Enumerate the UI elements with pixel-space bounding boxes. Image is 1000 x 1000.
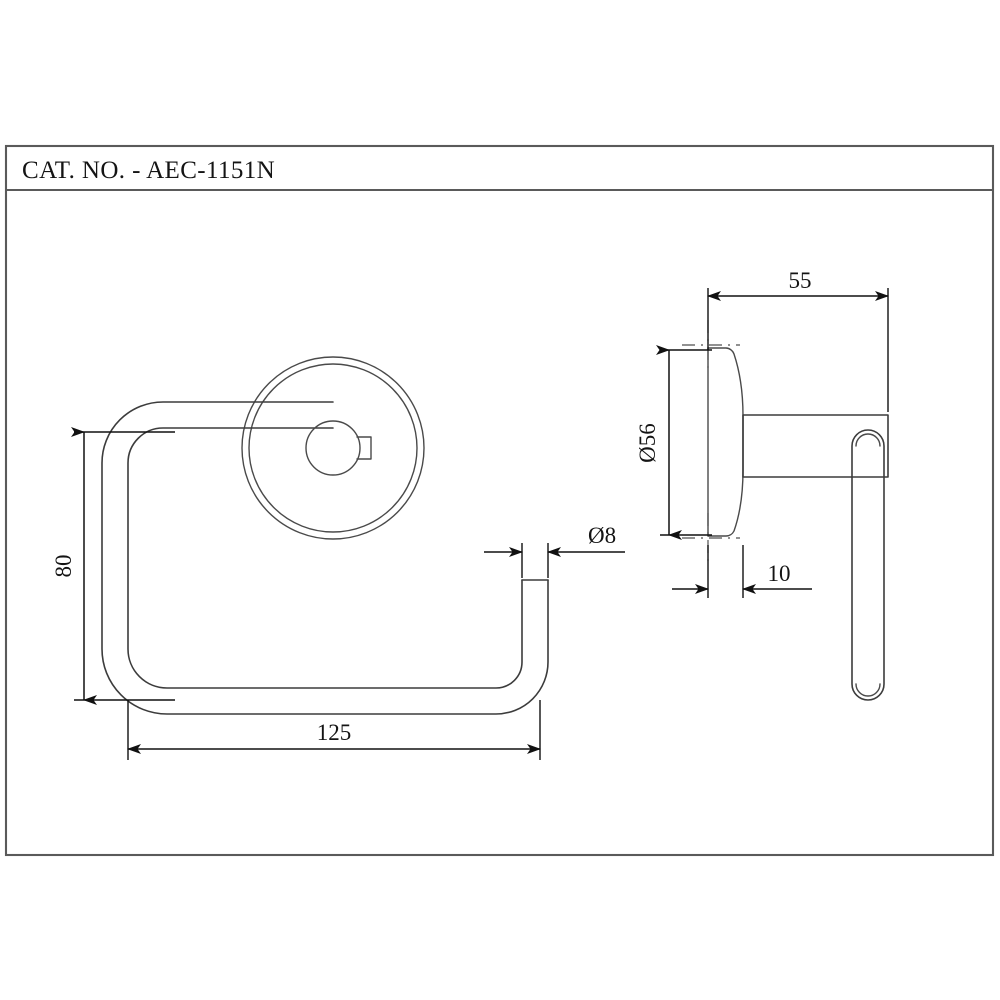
dimension-d56-label: Ø56 (635, 423, 660, 463)
cat-no-label: CAT. NO. - AEC-1151N (22, 157, 275, 184)
dimension-55: 55 (707, 268, 889, 412)
dimension-10-label: 10 (768, 561, 791, 586)
dimension-55-label: 55 (789, 268, 812, 293)
dimension-diameter-8: Ø8 (484, 523, 625, 578)
front-view (101, 356, 549, 715)
side-tube-outline (851, 429, 885, 701)
sheet-frame (4, 144, 995, 857)
dimension-80-label: 80 (51, 555, 76, 578)
rosette-outer-circle (241, 356, 425, 540)
side-tube-top-arc (855, 433, 881, 447)
side-arm-body (742, 414, 889, 478)
wall-plate-profile (707, 347, 744, 537)
side-tube-bottom-arc (855, 683, 881, 697)
rosette-inner-circle (248, 363, 418, 533)
side-view (682, 320, 889, 701)
dimension-125-label: 125 (317, 720, 352, 745)
dimension-80: 80 (51, 427, 175, 705)
dimension-diameter-56: Ø56 (635, 345, 712, 540)
rosette-hub-tab (356, 436, 372, 460)
dimension-10: 10 (672, 545, 812, 598)
holder-outer-contour (127, 427, 523, 689)
rosette-hub-circle (305, 420, 361, 476)
holder-inner-contour (101, 401, 549, 715)
dimension-125: 125 (127, 700, 541, 760)
dimension-d8-label: Ø8 (588, 523, 616, 548)
